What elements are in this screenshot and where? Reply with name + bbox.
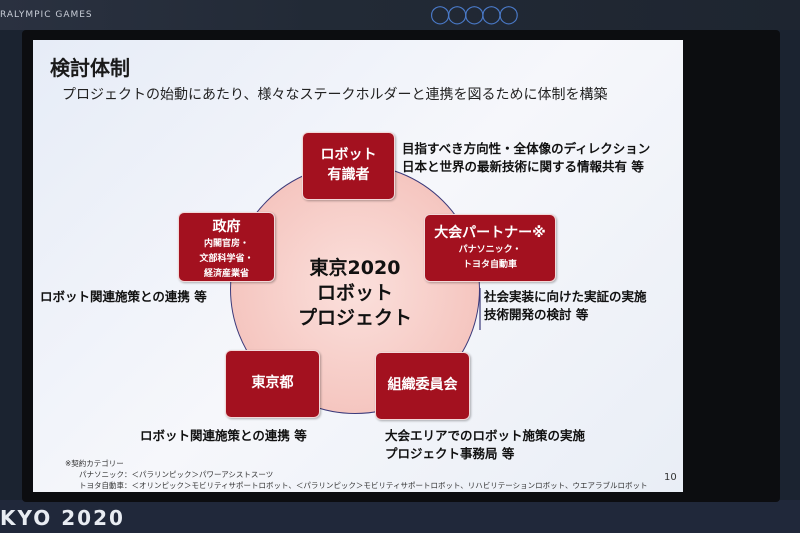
center-line: 東京2020 <box>309 257 401 279</box>
slide-title: 検討体制 <box>50 56 130 80</box>
note-line: 日本と世界の最新技術に関する情報共有 等 <box>402 159 644 174</box>
note-line: 社会実装に向けた実証の実施 <box>484 289 647 304</box>
footnote-line: パナソニック：＜パラリンピック＞パワーアシストスーツ <box>79 470 274 479</box>
background-bottom-banner: KYO 2020 <box>0 500 800 533</box>
center-line: プロジェクト <box>297 307 412 329</box>
node-government: 政府 内閣官房・ 文部科学省・ 経済産業省 <box>178 212 275 282</box>
node-title: ロボット <box>320 147 377 163</box>
note-line: 大会エリアでのロボット施策の実施 <box>385 428 586 443</box>
note-line: 技術開発の検討 等 <box>484 307 589 322</box>
node-title: 有識者 <box>327 167 370 183</box>
olympic-rings-icon: ◯◯◯◯◯ <box>430 4 519 25</box>
node-title: 組織委員会 <box>387 377 458 393</box>
center-line: ロボット <box>316 282 393 304</box>
background-top-banner: RALYMPIC GAMES ◯◯◯◯◯ <box>0 0 800 30</box>
banner-text: KYO 2020 <box>0 506 125 530</box>
footnote: ※契約カテゴリー パナソニック：＜パラリンピック＞パワーアシストスーツ トヨタ自… <box>65 458 648 491</box>
footnote-line: ※契約カテゴリー <box>65 459 124 468</box>
slide: 検討体制 プロジェクトの始動にあたり、様々なステークホルダーと連携を図るために体… <box>33 40 683 492</box>
note-experts: 目指すべき方向性・全体像のディレクション 日本と世界の最新技術に関する情報共有 … <box>402 140 650 176</box>
node-sub: パナソニック・ <box>458 245 522 255</box>
note-line: プロジェクト事務局 等 <box>385 446 515 461</box>
node-tokyo: 東京都 <box>225 350 320 418</box>
node-experts: ロボット 有識者 <box>302 132 395 200</box>
node-sub: 文部科学省・ <box>199 254 254 264</box>
note-partner: 社会実装に向けた実証の実施 技術開発の検討 等 <box>484 288 647 324</box>
node-committee: 組織委員会 <box>375 352 470 420</box>
connector-lines <box>479 288 481 330</box>
note-tokyo: ロボット関連施策との連携 等 <box>140 428 307 443</box>
node-title: 大会パートナー※ <box>434 225 546 241</box>
page-number: 10 <box>664 472 677 483</box>
center-label: 東京2020 ロボット プロジェクト <box>280 256 430 331</box>
node-sub: トヨタ自動車 <box>462 260 517 270</box>
slide-subtitle: プロジェクトの始動にあたり、様々なステークホルダーと連携を図るために体制を構築 <box>62 87 608 103</box>
note-committee: 大会エリアでのロボット施策の実施 プロジェクト事務局 等 <box>385 427 585 463</box>
node-title: 政府 <box>212 219 241 235</box>
note-government: ロボット関連施策との連携 等 <box>40 289 207 304</box>
node-partner: 大会パートナー※ パナソニック・ トヨタ自動車 <box>424 214 556 282</box>
node-sub: 内閣官房・ <box>203 239 249 249</box>
node-sub: 経済産業省 <box>203 269 249 279</box>
node-title: 東京都 <box>251 375 294 391</box>
banner-text: RALYMPIC GAMES <box>0 10 93 20</box>
note-line: 目指すべき方向性・全体像のディレクション <box>402 141 651 156</box>
footnote-line: トヨタ自動車：＜オリンピック＞モビリティサポートロボット、＜パラリンピック＞モビ… <box>79 481 648 490</box>
